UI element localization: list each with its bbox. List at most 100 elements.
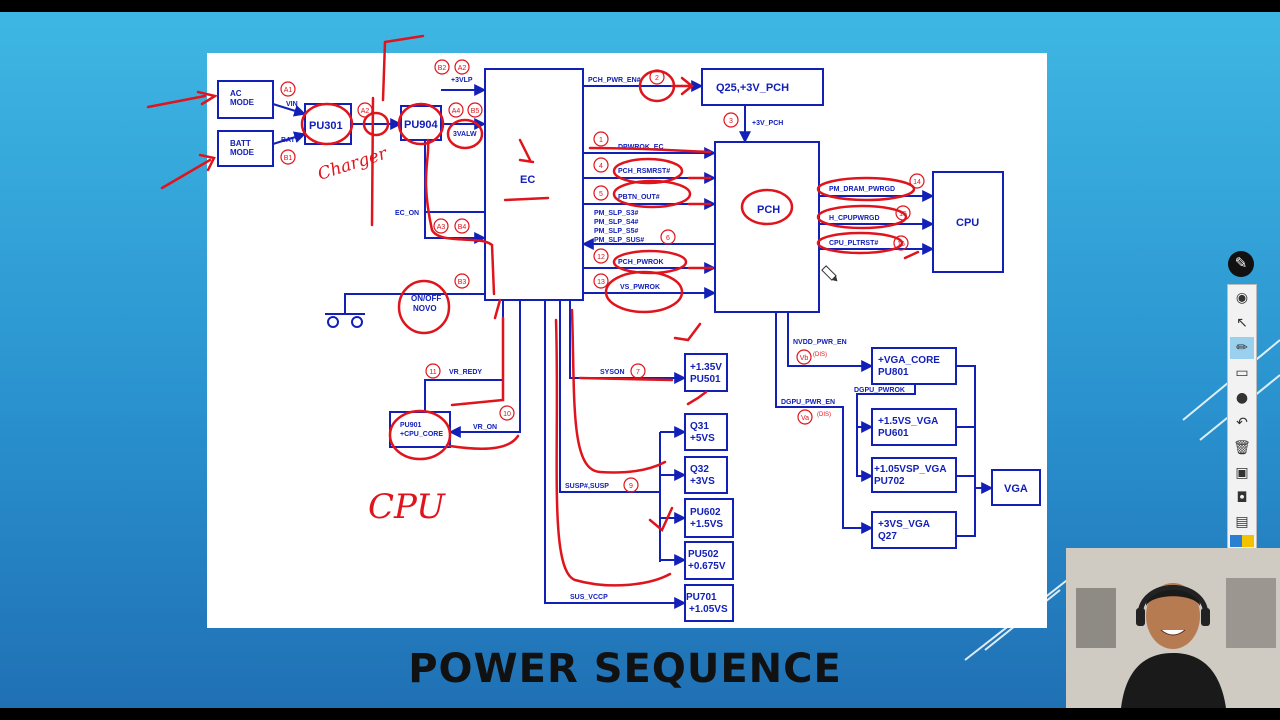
marker-5: 5	[593, 185, 609, 201]
svg-text:3: 3	[729, 118, 733, 125]
svg-text:2: 2	[655, 75, 659, 82]
marker-a1: A1	[280, 81, 296, 97]
marker-9: 9	[623, 477, 639, 493]
trash-icon[interactable]: 🗑	[1233, 440, 1251, 456]
svg-text:B5: B5	[471, 108, 480, 115]
pu701-box	[684, 584, 734, 622]
dot-icon[interactable]: ●	[1235, 390, 1249, 406]
signal-susp: SUSP#,SUSP	[565, 483, 609, 490]
signal-dgpu-pwr-en: DGPU_PWR_EN	[781, 399, 835, 406]
pu901-label: PU901+CPU_CORE	[400, 422, 443, 438]
svg-text:A1: A1	[284, 87, 293, 94]
svg-text:1: 1	[599, 137, 603, 144]
svg-text:14: 14	[913, 179, 921, 186]
color-swatch[interactable]	[1230, 535, 1254, 547]
marker-vb: Vb	[796, 349, 812, 365]
signal-syson: SYSON	[600, 369, 625, 376]
q25-label: Q25,+3V_PCH	[716, 82, 789, 94]
svg-text:9: 9	[629, 483, 633, 490]
color-swatch-yellow[interactable]	[1242, 535, 1254, 547]
letterbox-bottom	[0, 708, 1280, 720]
presenter-webcam	[1066, 548, 1280, 708]
marker-14: 14	[909, 173, 925, 189]
pointer-icon[interactable]: ↖	[1236, 315, 1248, 331]
marker-va: Va	[797, 409, 813, 425]
svg-text:7: 7	[636, 369, 640, 376]
marker-b4: B4	[454, 218, 470, 234]
signal-h-cpupwrgd: H_CPUPWRGD	[829, 215, 880, 222]
signal-dpwrok-ec: DPWROK_EC	[618, 144, 664, 151]
vga-label: VGA	[1004, 483, 1028, 495]
ec-label: EC	[520, 174, 535, 186]
vs15-vga-box	[871, 408, 957, 446]
signal-pch-pwr-en: PCH_PWR_EN#	[588, 77, 641, 84]
signal-3valw: 3VALW	[453, 131, 477, 138]
pu602-box	[684, 498, 734, 538]
letterbox-top	[0, 0, 1280, 12]
marker-b5: B5	[467, 102, 483, 118]
svg-text:6: 6	[666, 235, 670, 242]
signal-nvdd-pwr-en: NVDD_PWR_EN	[793, 339, 847, 346]
signal-batt: BATT	[281, 137, 300, 144]
handwritten-annotations	[146, 34, 920, 587]
marker-icon[interactable]: ✏	[1230, 337, 1254, 359]
signal-vr-on: VR_ON	[473, 424, 497, 431]
marker-b2: B2	[434, 59, 450, 75]
svg-text:12: 12	[597, 254, 605, 261]
svg-text:13: 13	[597, 279, 605, 286]
eraser-icon[interactable]: ▭	[1235, 365, 1249, 381]
marker-b1: B1	[280, 149, 296, 165]
svg-text:B4: B4	[458, 224, 467, 231]
clipboard-icon[interactable]: ▤	[1235, 514, 1249, 530]
pu602-label: PU602+1.5VS	[690, 507, 723, 530]
signal-vr-redy: VR_REDY	[449, 369, 482, 376]
color-swatch-blue[interactable]	[1230, 535, 1242, 547]
q31-label: Q31+5VS	[690, 421, 715, 444]
signal-pbtn-out: PBTN_OUT#	[618, 194, 660, 201]
signal-pch-pwrok: PCH_PWROK	[618, 259, 664, 266]
marker-13: 13	[593, 273, 609, 289]
eye-icon[interactable]: ◉	[1235, 290, 1249, 306]
vs3-vga-box	[871, 511, 957, 549]
annotation-toolbar: ◉ ↖ ✏ ▭ ● ↶ 🗑 ▣ ◘ ▤	[1227, 284, 1257, 550]
marker-b3: B3	[454, 273, 470, 289]
undo-icon[interactable]: ↶	[1236, 415, 1248, 431]
pu502-label: PU502+0.675V	[688, 549, 726, 572]
ec-box	[484, 68, 584, 301]
pch-label: PCH	[757, 204, 780, 216]
slide-title: POWER SEQUENCE	[408, 646, 842, 692]
pen-tip-icon[interactable]: ✎	[1228, 251, 1254, 277]
marker-a2b: A2	[454, 59, 470, 75]
marker-7: 7	[630, 363, 646, 379]
handwritten-charger: Charger	[315, 143, 390, 184]
svg-text:A3: A3	[437, 224, 446, 231]
marker-4: 4	[593, 157, 609, 173]
signal-3vlp: +3VLP	[451, 77, 473, 84]
marker-10: 10	[499, 405, 515, 421]
q32-box	[684, 456, 728, 494]
pu301-label: PU301	[309, 120, 343, 132]
marker-6: 6	[660, 229, 676, 245]
screen-icon[interactable]: ▣	[1235, 465, 1249, 481]
pu701-label: PU701+1.05VS	[686, 592, 728, 615]
vga-core-box	[871, 347, 957, 385]
svg-text:Vb: Vb	[800, 355, 809, 362]
camera-icon[interactable]: ◘	[1236, 490, 1248, 506]
marker-11: 11	[425, 363, 441, 379]
svg-text:11: 11	[429, 369, 436, 376]
svg-text:5: 5	[599, 191, 603, 198]
marker-12: 12	[593, 248, 609, 264]
signal-cpu-pltrst: CPU_PLTRST#	[829, 240, 878, 247]
svg-text:B2: B2	[438, 65, 447, 72]
svg-text:Va: Va	[801, 415, 809, 422]
q31-box	[684, 413, 728, 451]
dis-label-1: (DIS)	[813, 352, 827, 358]
ac-mode-box	[217, 80, 274, 119]
pu904-label: PU904	[404, 119, 439, 131]
